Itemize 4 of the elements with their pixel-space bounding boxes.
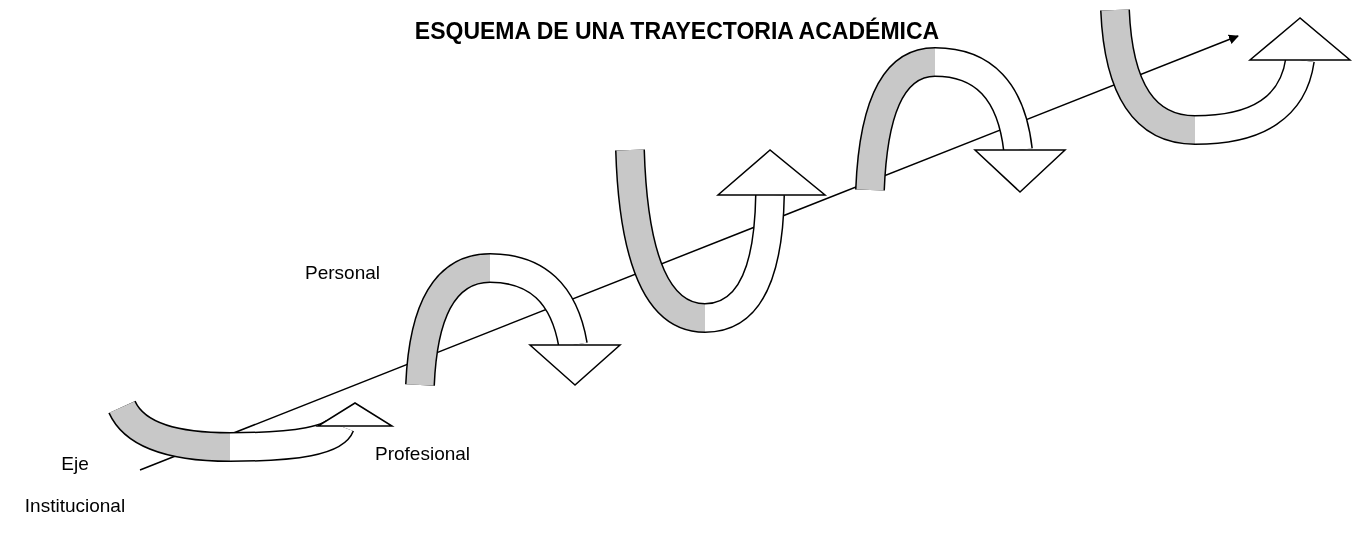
axis-label: Personal [305, 262, 381, 284]
title: ESQUEMA DE UNA TRAYECTORIA ACADÉMICA [413, 18, 941, 45]
axis-label: Profesional [375, 443, 472, 465]
axis-label: Eje Institucional [23, 452, 127, 518]
